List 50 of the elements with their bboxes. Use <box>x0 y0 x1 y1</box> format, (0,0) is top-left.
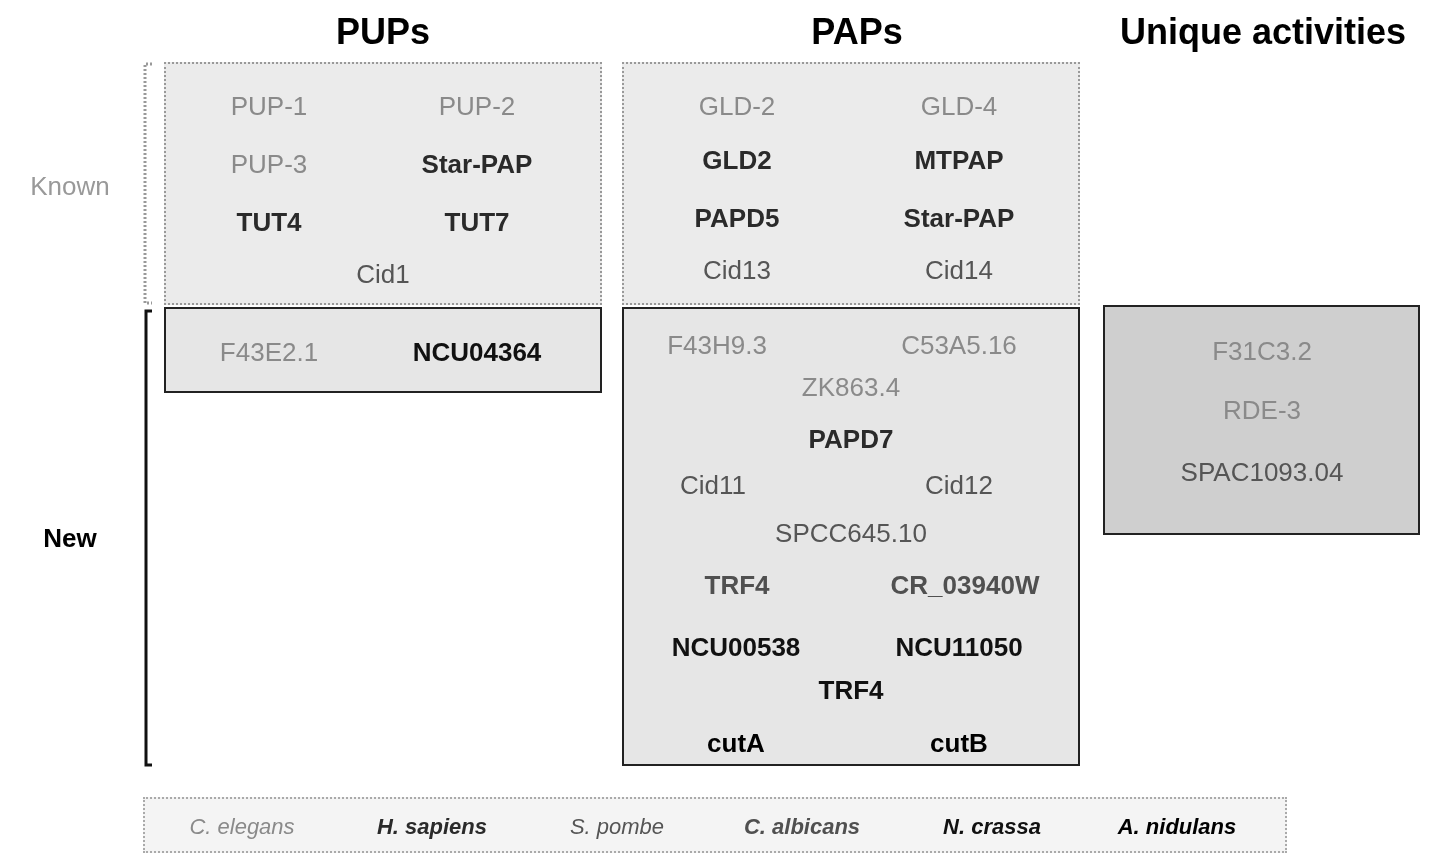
gene-name: SPCC645.10 <box>775 518 927 548</box>
gene-group-box <box>622 307 1080 766</box>
gene-name: TUT4 <box>236 207 302 237</box>
column-heading: PAPs <box>811 11 903 53</box>
gene-name: PAPD7 <box>808 424 894 454</box>
gene-name: TUT7 <box>444 207 510 237</box>
gene-name: NCU00538 <box>671 632 801 662</box>
gene-group-box <box>164 307 602 393</box>
gene-name: cutB <box>930 728 988 758</box>
gene-group-box <box>164 62 602 305</box>
gene-name: NCU11050 <box>895 632 1023 662</box>
gene-name: Cid14 <box>925 255 993 285</box>
gene-name: GLD-4 <box>920 91 998 121</box>
gene-name: PAPD5 <box>694 203 780 233</box>
gene-name: F43E2.1 <box>219 337 319 367</box>
gene-name: C53A5.16 <box>901 330 1017 360</box>
column-heading: Unique activities <box>1119 11 1407 53</box>
gene-name: TRF4 <box>704 570 770 600</box>
gene-name: GLD-2 <box>698 91 776 121</box>
column-heading: PUPs <box>336 11 430 53</box>
gene-name: TRF4 <box>818 675 884 705</box>
legend-entry: N. crassa <box>943 814 1041 840</box>
gene-name: cutA <box>707 728 765 758</box>
gene-name: CR_03940W <box>890 570 1040 600</box>
gene-name: Cid13 <box>703 255 771 285</box>
gene-name: Star-PAP <box>421 149 533 179</box>
gene-name: PUP-2 <box>438 91 516 121</box>
legend-entry: C. elegans <box>189 814 295 840</box>
gene-name: Cid1 <box>356 259 410 289</box>
gene-name: F31C3.2 <box>1212 336 1312 366</box>
gene-group-box <box>1103 305 1420 535</box>
row-label: Known <box>30 170 110 202</box>
gene-name: MTPAP <box>914 145 1004 175</box>
row-label: New <box>43 522 97 554</box>
gene-name: PUP-3 <box>230 149 308 179</box>
gene-name: RDE-3 <box>1223 395 1301 425</box>
gene-name: GLD2 <box>702 145 772 175</box>
gene-name: ZK863.4 <box>801 372 901 402</box>
gene-name: PUP-1 <box>230 91 308 121</box>
legend-entry: C. albicans <box>743 814 861 840</box>
gene-name: Cid11 <box>680 470 746 500</box>
gene-name: Star-PAP <box>903 203 1015 233</box>
gene-name: F43H9.3 <box>667 330 767 360</box>
gene-name: Cid12 <box>925 470 993 500</box>
gene-name: SPAC1093.04 <box>1180 457 1344 487</box>
legend-entry: H. sapiens <box>377 814 487 840</box>
legend-entry: A. nidulans <box>1117 814 1237 840</box>
gene-name: NCU04364 <box>412 337 542 367</box>
gene-group-box <box>622 62 1080 305</box>
legend-entry: S. pombe <box>569 814 665 840</box>
